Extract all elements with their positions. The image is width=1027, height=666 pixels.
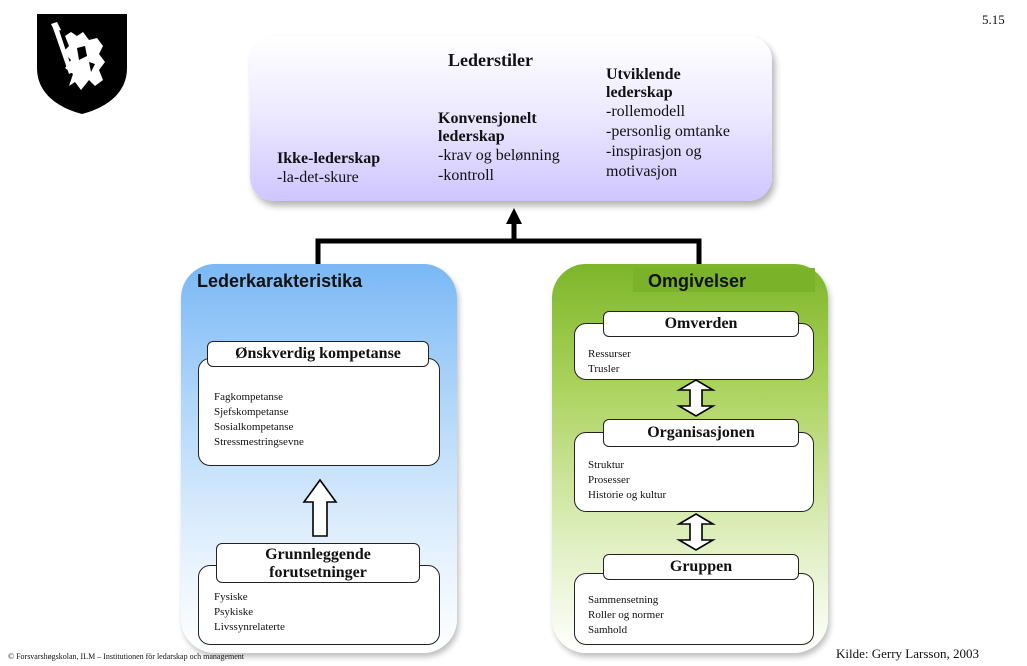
list-item: Sosialkompetanse [214,421,294,433]
list-item: Stressmestringsevne [214,436,304,448]
grunnleggende-label-text: Grunnleggende forutsetninger [265,546,371,581]
footer-source: Kilde: Gerry Larsson, 2003 [836,646,979,661]
footer-copyright: © Forsvarshøgskolan, ILM – Institutionen… [8,652,245,661]
style-item: -krav og belønning [438,147,560,164]
grunnleggende-items: Fysiske Psykiske Livssynrelaterte [214,590,285,635]
lederstiler-box [250,36,772,201]
gruppen-box [574,573,814,645]
list-item: Livssynrelaterte [214,621,285,633]
list-item: Historie og kultur [588,489,667,501]
list-item: Fysiske [214,591,248,603]
gruppen-items: Sammensetning Roller og normer Samhold [588,593,664,638]
lederstiler-title: Lederstiler [448,50,533,70]
list-item: Roller og normer [588,609,664,621]
onskverdig-kompetanse-box [198,358,440,466]
style-title: Utviklende lederskap [606,66,681,101]
list-item: Ressurser [588,348,631,360]
onskverdig-kompetanse-items: Fagkompetanse Sjefskompetanse Sosialkomp… [214,390,304,450]
organisasjonen-items: Struktur Prosesser Historie og kultur [588,458,666,503]
style-utviklende: Utviklende lederskap -rollemodell -perso… [606,66,772,182]
style-title: Ikke-lederskap [277,150,381,167]
bidirectional-arrow-icon [676,513,716,551]
omverden-items: Ressurser Trusler [588,347,631,377]
style-item: -kontroll [438,167,494,184]
list-item: Sjefskompetanse [214,406,289,418]
coat-of-arms-icon [37,14,127,114]
omgivelser-title-bg [633,268,815,292]
style-ikke-lederskap: Ikke-lederskap -la-det-skure [277,150,417,188]
lederkarakteristika-title: Lederkarakteristika [197,271,363,291]
list-item: Trusler [588,363,620,375]
list-item: Fagkompetanse [214,391,284,403]
grunnleggende-label: Grunnleggende forutsetninger [216,543,420,583]
organisasjonen-label: Organisasjonen [603,419,799,447]
list-item: Psykiske [214,606,254,618]
bidirectional-arrow-icon [676,379,716,417]
omgivelser-title: Omgivelser [648,271,747,291]
list-item: Struktur [588,459,625,471]
gruppen-label: Gruppen [603,554,799,580]
list-item: Prosesser [588,474,630,486]
omverden-label: Omverden [603,311,799,337]
list-item: Sammensetning [588,594,659,606]
style-item: -inspirasjon og motivasjon [606,143,702,180]
style-item: -rollemodell [606,103,686,120]
style-item: -la-det-skure [277,169,359,186]
slide-number: 5.15 [982,12,1005,27]
style-konvensjonelt: Konvensjonelt lederskap -krav og belønni… [438,110,608,186]
onskverdig-kompetanse-label: Ønskverdig kompetanse [207,341,429,367]
hollow-up-arrow-icon [302,478,338,537]
style-title: Konvensjonelt lederskap [438,110,537,145]
list-item: Samhold [588,624,628,636]
style-item: -personlig omtanke [606,123,730,140]
